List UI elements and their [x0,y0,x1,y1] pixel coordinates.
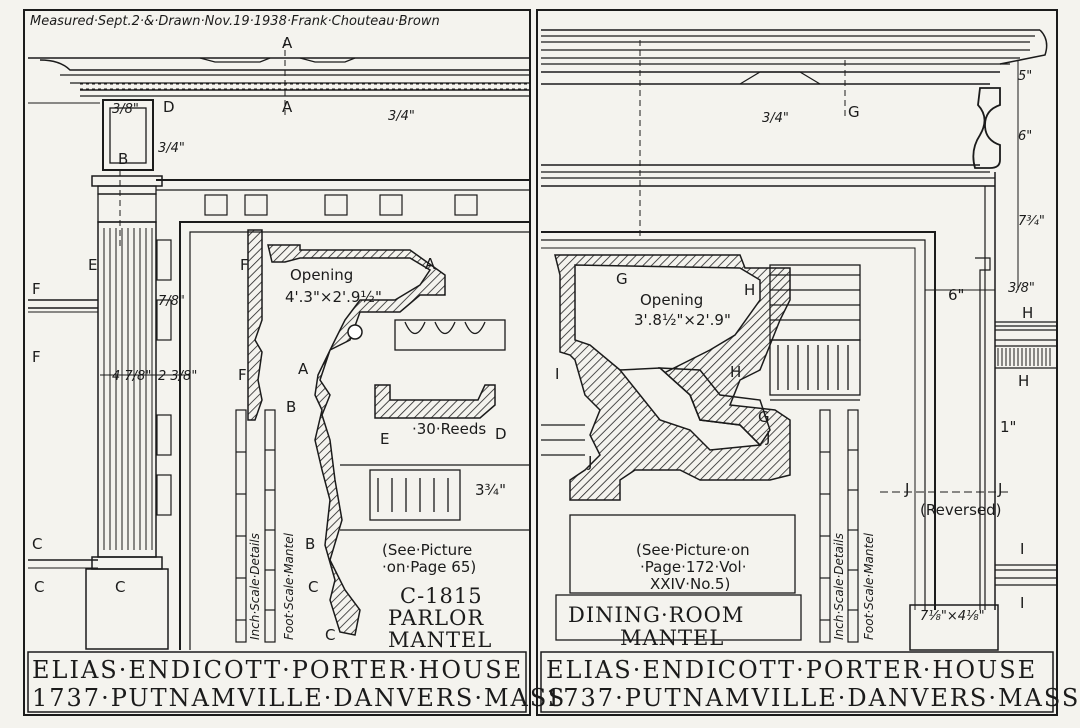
section-mark-f-2: F [32,348,41,366]
caption-mantel-left: MANTEL [388,628,493,652]
caption-date: C-1815 [400,584,483,608]
title-right-line2: 1737·PUTNAMVILLE·DANVERS·MASS [546,684,1080,712]
drawing-note: Measured·Sept.2·&·Drawn·Nov.19·1938·Fran… [30,14,440,29]
dim-4-7-8: 4 7/8" [112,369,152,384]
section-mark-c-1: C [32,535,43,553]
title-left-line2: 1737·PUTNAMVILLE·DANVERS·MASS [32,684,567,712]
section-mark-i-side-2: I [1020,594,1025,612]
section-mark-c-3: C [115,578,126,596]
dentil-row [80,83,530,90]
right-sheet [536,9,1058,716]
inch-scale-label-left: Inch·Scale·Details [248,533,262,640]
section-mark-a-top: A [282,34,293,52]
dim-3-4-right: 3/4" [762,111,789,126]
section-mark-h-3: H [730,363,742,381]
section-mark-a-3: A [298,360,309,378]
see-picture-right: (See·Picture·on [636,541,750,559]
opening-dims-right: 3'.8½"×2'.9" [634,311,731,329]
caption-mantel-right: MANTEL [620,626,725,650]
section-mark-a-mid: A [282,98,293,116]
frieze-slots [204,194,478,216]
title-left-line1: ELIAS·ENDICOTT·PORTER·HOUSE [32,656,524,684]
section-mark-e-2: E [380,430,390,448]
caption-parlor: PARLOR [388,606,485,630]
dim-6-b: 6" [1018,129,1033,144]
see-vol-right: XXIV·No.5) [650,575,731,593]
dim-3-4-b: 3/4" [388,109,415,124]
see-picture-left: (See·Picture [382,541,473,559]
foot-scale-label-left: Foot·Scale·Mantel [282,533,296,640]
dim-1: 1" [1000,418,1017,436]
section-mark-j-right: J [998,480,1003,498]
section-mark-c-2: C [34,578,45,596]
section-mark-c-5: C [325,626,336,644]
title-right-line1: ELIAS·ENDICOTT·PORTER·HOUSE [546,656,1038,684]
dim-3-8-right: 3/8" [1008,281,1035,296]
section-mark-d: D [163,98,175,116]
dim-bottom: 7⅛"×4⅛" [920,609,985,624]
left-scale-bars [235,409,276,643]
left-sheet [23,9,531,716]
dim-7-3-4: 7¾" [1018,214,1045,229]
right-scale-bars [819,409,859,643]
dim-2-3-8: 2 3/8" [158,369,198,384]
dim-3-3-4: 3¾" [475,481,506,499]
section-mark-b-cap: B [118,150,129,168]
reeds-label: ·30·Reeds [412,420,487,438]
dim-3-8: 3/8" [112,102,139,117]
opening-label-left: Opening [290,266,354,284]
dim-5: 5" [1018,69,1033,84]
see-page-left: ·on·Page 65) [382,558,477,576]
section-mark-d-2: D [495,425,507,443]
foot-scale-label-right: Foot·Scale·Mantel [862,533,876,640]
section-mark-c-4: C [308,578,319,596]
dim-6: 6" [948,286,965,304]
section-mark-f-4: F [238,366,247,384]
section-mark-g-top: G [848,103,860,121]
right-lower-panels [541,424,802,641]
section-mark-j-left: J [905,480,910,498]
opening-dims-left: 4'.3"×2'.9½" [285,288,382,306]
section-mark-e: E [88,256,98,274]
section-mark-i-2: I [555,365,560,383]
inch-scale-label-right: Inch·Scale·Details [832,533,846,640]
section-mark-b-3: B [305,535,316,553]
caption-dining-room: DINING·ROOM [568,603,745,627]
left-section-profiles [247,229,496,636]
dim-3-4-a: 3/4" [158,141,185,156]
section-mark-f-1: F [32,280,41,298]
see-page-right: ·Page·172·Vol· [640,558,747,576]
section-mark-b-2: B [286,398,297,416]
section-mark-h-2: H [744,281,756,299]
dim-7-8: 7/8" [158,294,185,309]
section-mark-g-2: G [616,270,628,288]
section-mark-j-3: J [588,453,593,471]
reversed-label: (Reversed) [920,501,1002,519]
right-flute-block [769,264,861,401]
section-mark-g-3: G [758,408,770,426]
section-mark-h-side-2: H [1018,372,1030,390]
section-mark-a-2: A [425,255,436,273]
section-mark-j-2: J [766,428,771,446]
section-mark-i-side: I [1020,540,1025,558]
opening-label-right: Opening [640,291,704,309]
section-mark-h-side: H [1022,304,1034,322]
section-mark-f-3: F [240,256,249,274]
reeds-detail [340,319,530,531]
